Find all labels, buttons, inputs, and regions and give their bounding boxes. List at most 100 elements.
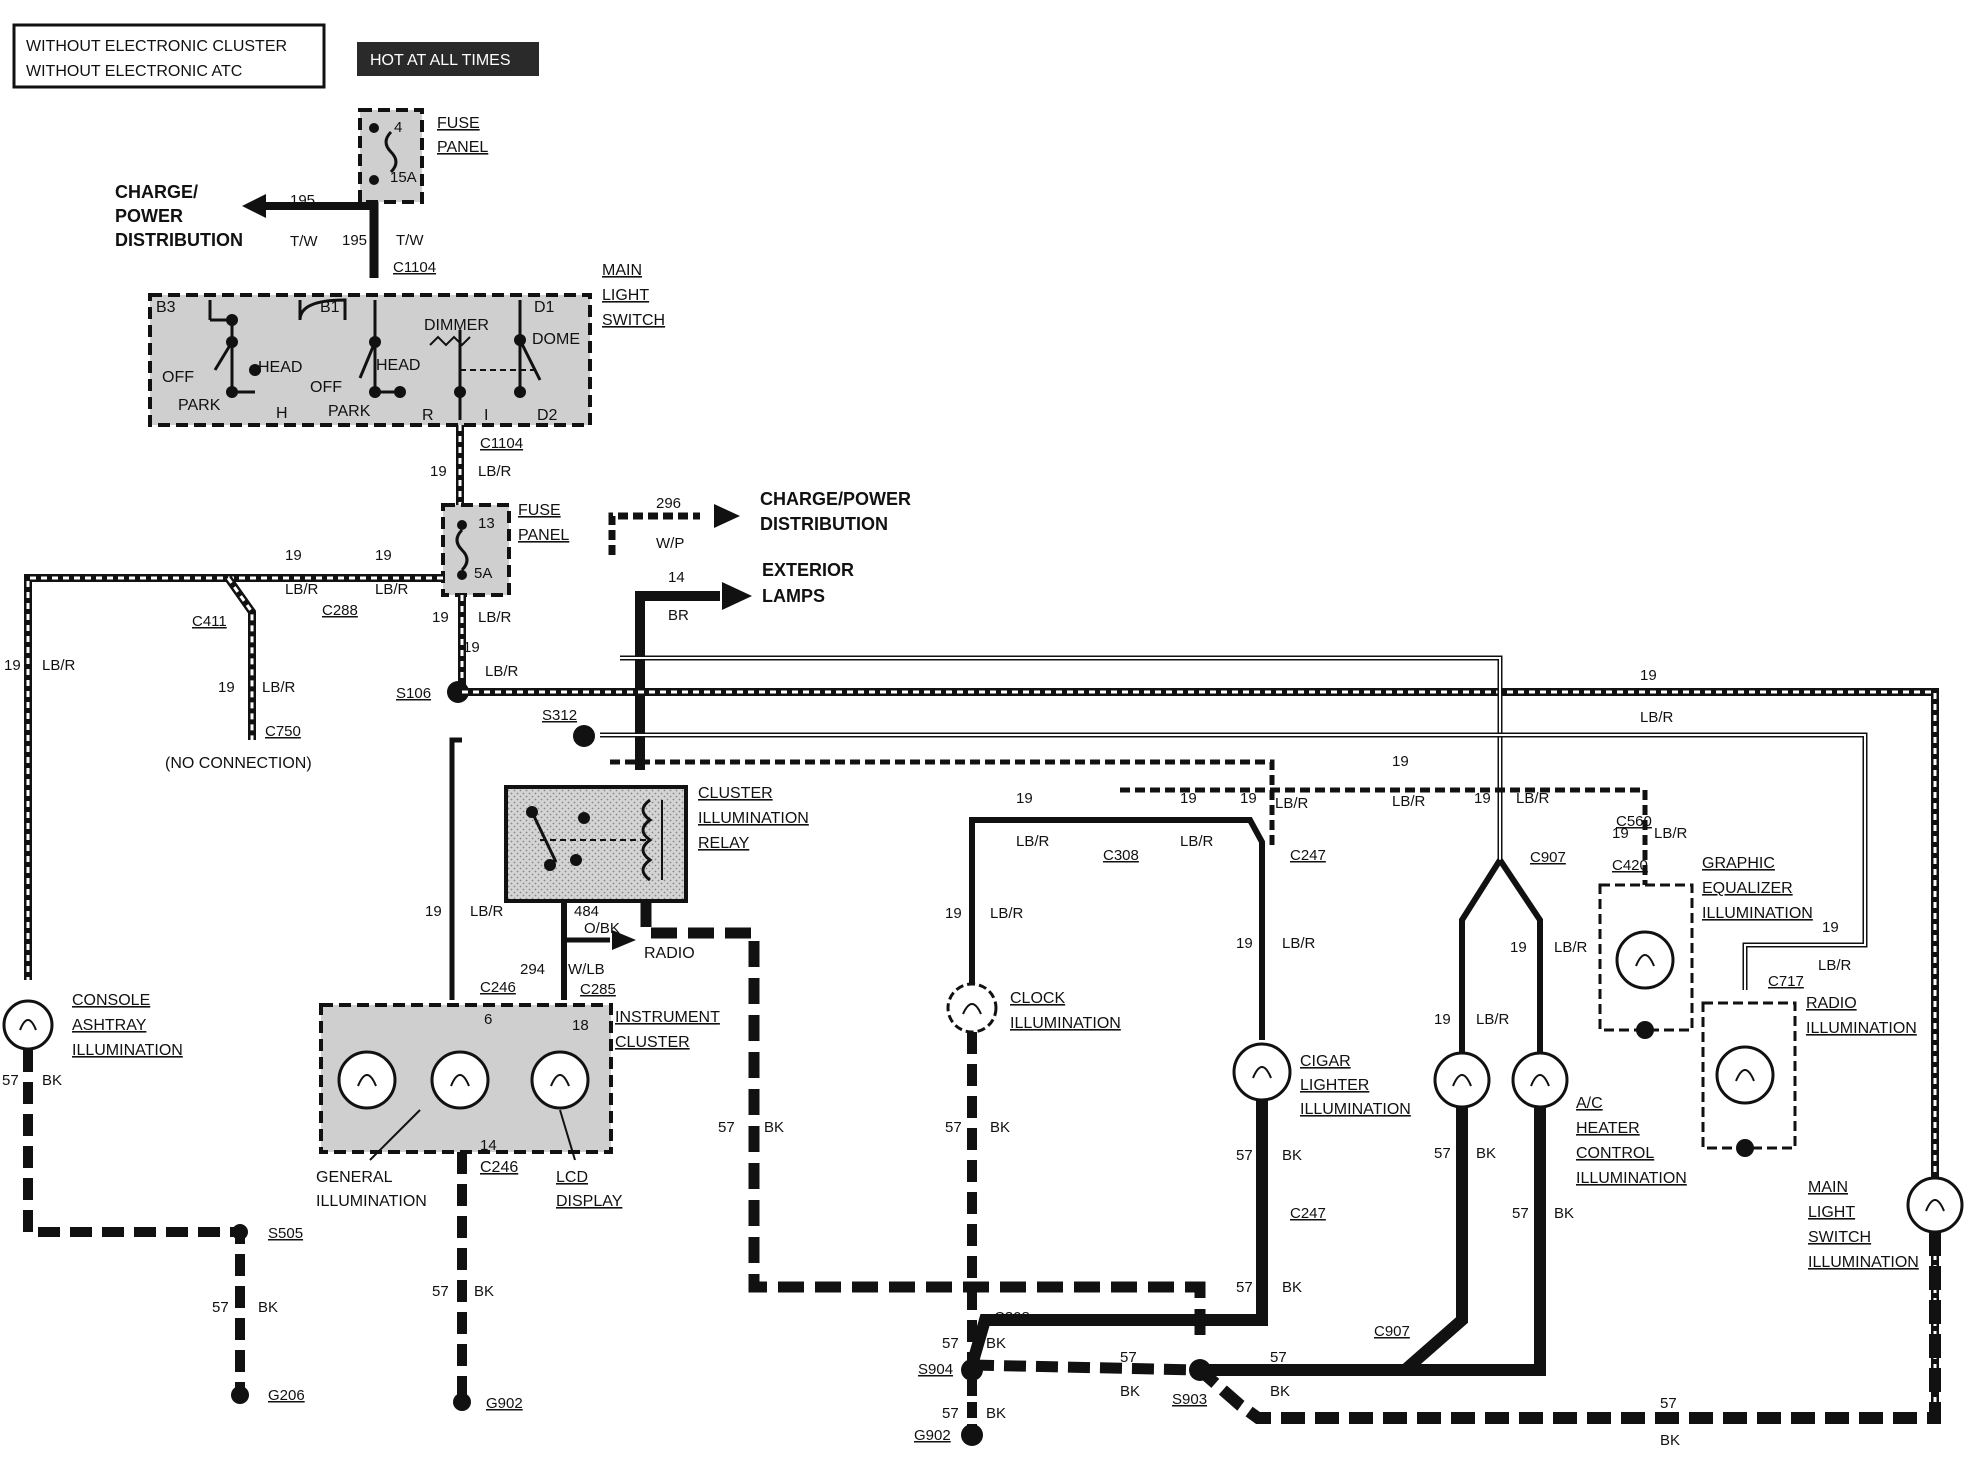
wire-wp: W/P	[656, 535, 684, 552]
connector-c1104-top: C1104	[393, 259, 436, 276]
wire-br: BR	[668, 607, 689, 624]
wire-195-label: 195	[290, 192, 315, 209]
console-ashtray-lamp	[2, 999, 54, 1051]
clock-label1: CLOCK	[1010, 990, 1065, 1007]
cluster-illumination-relay	[504, 785, 688, 903]
wire-57-n: 57	[942, 1405, 959, 1422]
cigar-label2: LIGHTER	[1300, 1077, 1369, 1094]
cluster-pin-18: 18	[572, 1017, 589, 1034]
wire-14: 14	[668, 569, 685, 586]
dest-charge-line2: POWER	[115, 206, 183, 226]
wire-bk-d: BK	[474, 1283, 494, 1300]
mls-label2: LIGHT	[602, 287, 649, 304]
relay-label2: ILLUMINATION	[698, 810, 809, 827]
ac-label3: CONTROL	[1576, 1145, 1654, 1162]
mls-h: H	[276, 405, 288, 422]
wire-57-g: 57	[1236, 1279, 1253, 1296]
wire-57-m: 57	[1270, 1349, 1287, 1366]
wire-57-l: 57	[1120, 1349, 1137, 1366]
cluster-lamp-3	[530, 1050, 590, 1110]
dest-charge-line3: DISTRIBUTION	[115, 230, 243, 250]
wire-484: 484	[574, 903, 599, 920]
no-connection-label: (NO CONNECTION)	[165, 755, 312, 772]
wire-296: 296	[656, 495, 681, 512]
wire-lbr-n: LB/R	[1275, 795, 1309, 812]
connector-c420: C420	[1612, 857, 1648, 874]
general-illum-label1: GENERAL	[316, 1169, 393, 1186]
wire-lbr-g: LB/R	[485, 663, 519, 680]
radio-lamp	[1715, 1045, 1775, 1105]
wire-57-f: 57	[1236, 1147, 1253, 1164]
ac-heater-lamp-1	[1433, 1051, 1491, 1109]
wire-19-l: 19	[945, 905, 962, 922]
wire-bk-b: BK	[258, 1299, 278, 1316]
connector-c907-bot: C907	[1374, 1323, 1410, 1340]
cigar-label1: CIGAR	[1300, 1053, 1351, 1070]
condition-line2: WITHOUT ELECTRONIC ATC	[26, 63, 242, 80]
dest-charge-right1: CHARGE/POWER	[760, 489, 911, 509]
general-illum-label2: ILLUMINATION	[316, 1193, 427, 1210]
mls-dome: DOME	[532, 331, 580, 348]
wire-57-i: 57	[1512, 1205, 1529, 1222]
wire-57-c: 57	[718, 1119, 735, 1136]
hot-at-all-times-badge: HOT AT ALL TIMES	[357, 42, 539, 76]
cluster-pin-6: 6	[484, 1011, 492, 1028]
dest-charge-right2: DISTRIBUTION	[760, 514, 888, 534]
wire-bk-h: BK	[1476, 1145, 1496, 1162]
cigar-lighter-lamp	[1232, 1042, 1292, 1102]
wire-57-k: 57	[942, 1335, 959, 1352]
wire-bk-n: BK	[986, 1405, 1006, 1422]
mls-illum-label3: SWITCH	[1808, 1229, 1871, 1246]
connector-c288: C288	[322, 602, 358, 619]
connector-c308-b: C308	[994, 1309, 1030, 1326]
wire-lbr-a: LB/R	[478, 463, 512, 480]
wire-19-q: 19	[1510, 939, 1527, 956]
splice-s312: S312	[542, 707, 577, 724]
cluster-label1: INSTRUMENT	[615, 1009, 720, 1026]
relay-label3: RELAY	[698, 835, 750, 852]
radio-label1: RADIO	[1806, 995, 1857, 1012]
wire-bk-g: BK	[1282, 1279, 1302, 1296]
console-label1: CONSOLE	[72, 992, 150, 1009]
ground-g902-b: G902	[914, 1427, 951, 1444]
hot-badge-text: HOT AT ALL TIMES	[370, 52, 511, 69]
mls-illum-label1: MAIN	[1808, 1179, 1848, 1196]
wire-19-f: 19	[432, 609, 449, 626]
connector-c1104-bot: C1104	[480, 435, 523, 452]
wire-57-a: 57	[2, 1072, 19, 1089]
fuse-panel-mid-label1: FUSE	[518, 502, 561, 519]
ground-g206: G206	[268, 1387, 305, 1404]
wire-lbr-o: LB/R	[1282, 935, 1316, 952]
connector-c247-bot: C247	[1290, 1205, 1326, 1222]
wire-57-d: 57	[432, 1283, 449, 1300]
wire-19-s: 19	[1612, 825, 1629, 842]
fuse-number-13: 13	[478, 515, 495, 532]
wire-19-o: 19	[1236, 935, 1253, 952]
wire-wlb: W/LB	[568, 961, 605, 978]
splice-s505: S505	[268, 1225, 303, 1242]
instrument-cluster: 6 18 14	[319, 1003, 613, 1154]
mls-head1: HEAD	[258, 359, 302, 376]
geq-label2: EQUALIZER	[1702, 880, 1793, 897]
wire-57-e: 57	[945, 1119, 962, 1136]
clock-lamp	[946, 982, 998, 1034]
geq-label3: ILLUMINATION	[1702, 905, 1813, 922]
mls-label1: MAIN	[602, 262, 642, 279]
fuse-number-4: 4	[394, 119, 402, 136]
mls-illum-label4: ILLUMINATION	[1808, 1254, 1919, 1271]
wire-19-j: 19	[425, 903, 442, 920]
fuse-rating-5a: 5A	[474, 565, 492, 582]
mls-park2: PARK	[328, 403, 371, 420]
cluster-label2: CLUSTER	[615, 1034, 690, 1051]
wire-19-n: 19	[1240, 790, 1257, 807]
fuse-panel-top-label1: FUSE	[437, 115, 480, 132]
mls-i: I	[484, 407, 488, 424]
wire-bk-c: BK	[764, 1119, 784, 1136]
cluster-pin-14: 14	[480, 1137, 497, 1154]
connector-c411: C411	[192, 613, 227, 630]
wire-lbr-l: LB/R	[990, 905, 1024, 922]
wire-bk-m: BK	[1270, 1383, 1290, 1400]
main-light-switch: B3 B1 D1 DIMMER DOME OFF HEAD PARK H OFF…	[148, 293, 592, 427]
graphic-eq-lamp	[1615, 930, 1675, 990]
